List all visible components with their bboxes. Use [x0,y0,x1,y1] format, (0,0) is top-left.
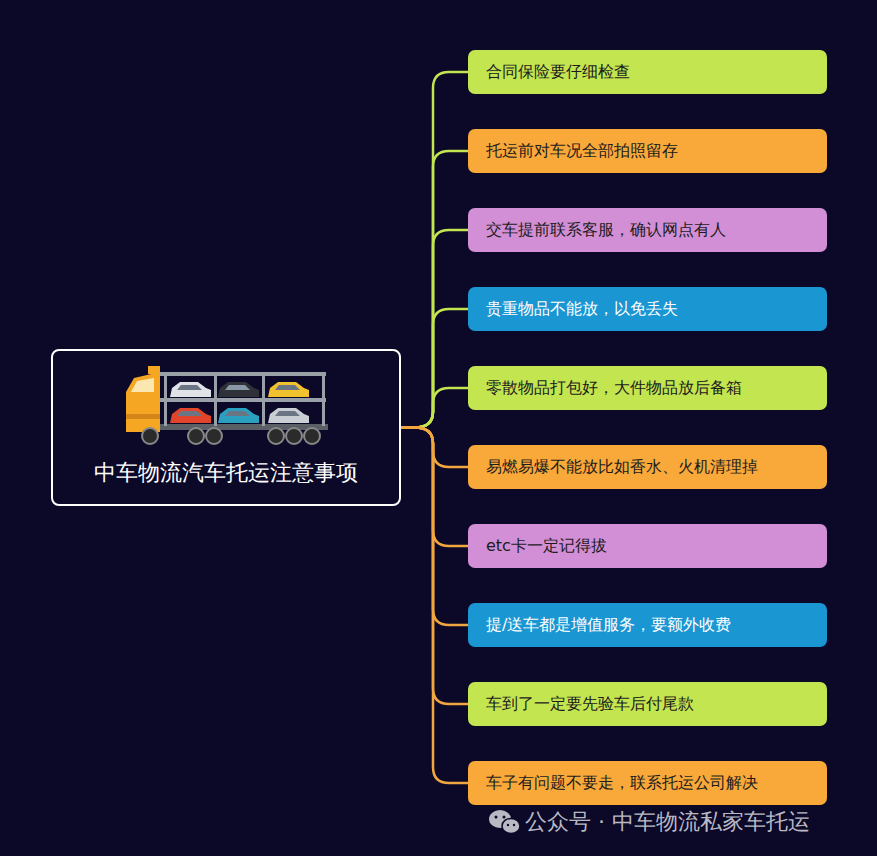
brace-connector [401,428,468,705]
note-box: 交车提前联系客服，确认网点有人 [468,208,827,252]
brace-connector [401,151,468,428]
brace-connector [401,309,468,428]
note-box: 贵重物品不能放，以免丢失 [468,287,827,331]
note-text: 易燃易爆不能放比如香水、火机清理掉 [486,457,758,478]
note-box: etc卡一定记得拔 [468,524,827,568]
note-text: etc卡一定记得拔 [486,536,607,557]
note-box: 车到了一定要先验车后付尾款 [468,682,827,726]
note-box: 零散物品打包好，大件物品放后备箱 [468,366,827,410]
brace-connector [401,428,468,468]
note-text: 贵重物品不能放，以免丢失 [486,299,678,320]
wechat-icon [489,810,520,834]
note-text: 交车提前联系客服，确认网点有人 [486,220,726,241]
note-text: 车子有问题不要走，联系托运公司解决 [486,773,758,794]
brace-connector [401,230,468,428]
note-box: 托运前对车况全部拍照留存 [468,129,827,173]
note-text: 车到了一定要先验车后付尾款 [486,694,694,715]
title-box: 中车物流汽车托运注意事项 [51,349,401,506]
note-box: 车子有问题不要走，联系托运公司解决 [468,761,827,805]
note-box: 提/送车都是增值服务，要额外收费 [468,603,827,647]
note-text: 提/送车都是增值服务，要额外收费 [486,615,731,636]
watermark: 公众号 · 中车物流私家车托运 [525,807,810,837]
note-text: 零散物品打包好，大件物品放后备箱 [486,378,742,399]
brace-connector [401,388,468,428]
diagram-title: 中车物流汽车托运注意事项 [94,458,358,488]
brace-connector [401,428,468,626]
brace-connector [401,428,468,547]
note-box: 易燃易爆不能放比如香水、火机清理掉 [468,445,827,489]
note-box: 合同保险要仔细检查 [468,50,827,94]
brace-connector [401,72,468,428]
brace-connector [401,428,468,784]
note-text: 合同保险要仔细检查 [486,62,630,83]
car-carrier-truck [126,366,328,444]
note-text: 托运前对车况全部拍照留存 [486,141,678,162]
